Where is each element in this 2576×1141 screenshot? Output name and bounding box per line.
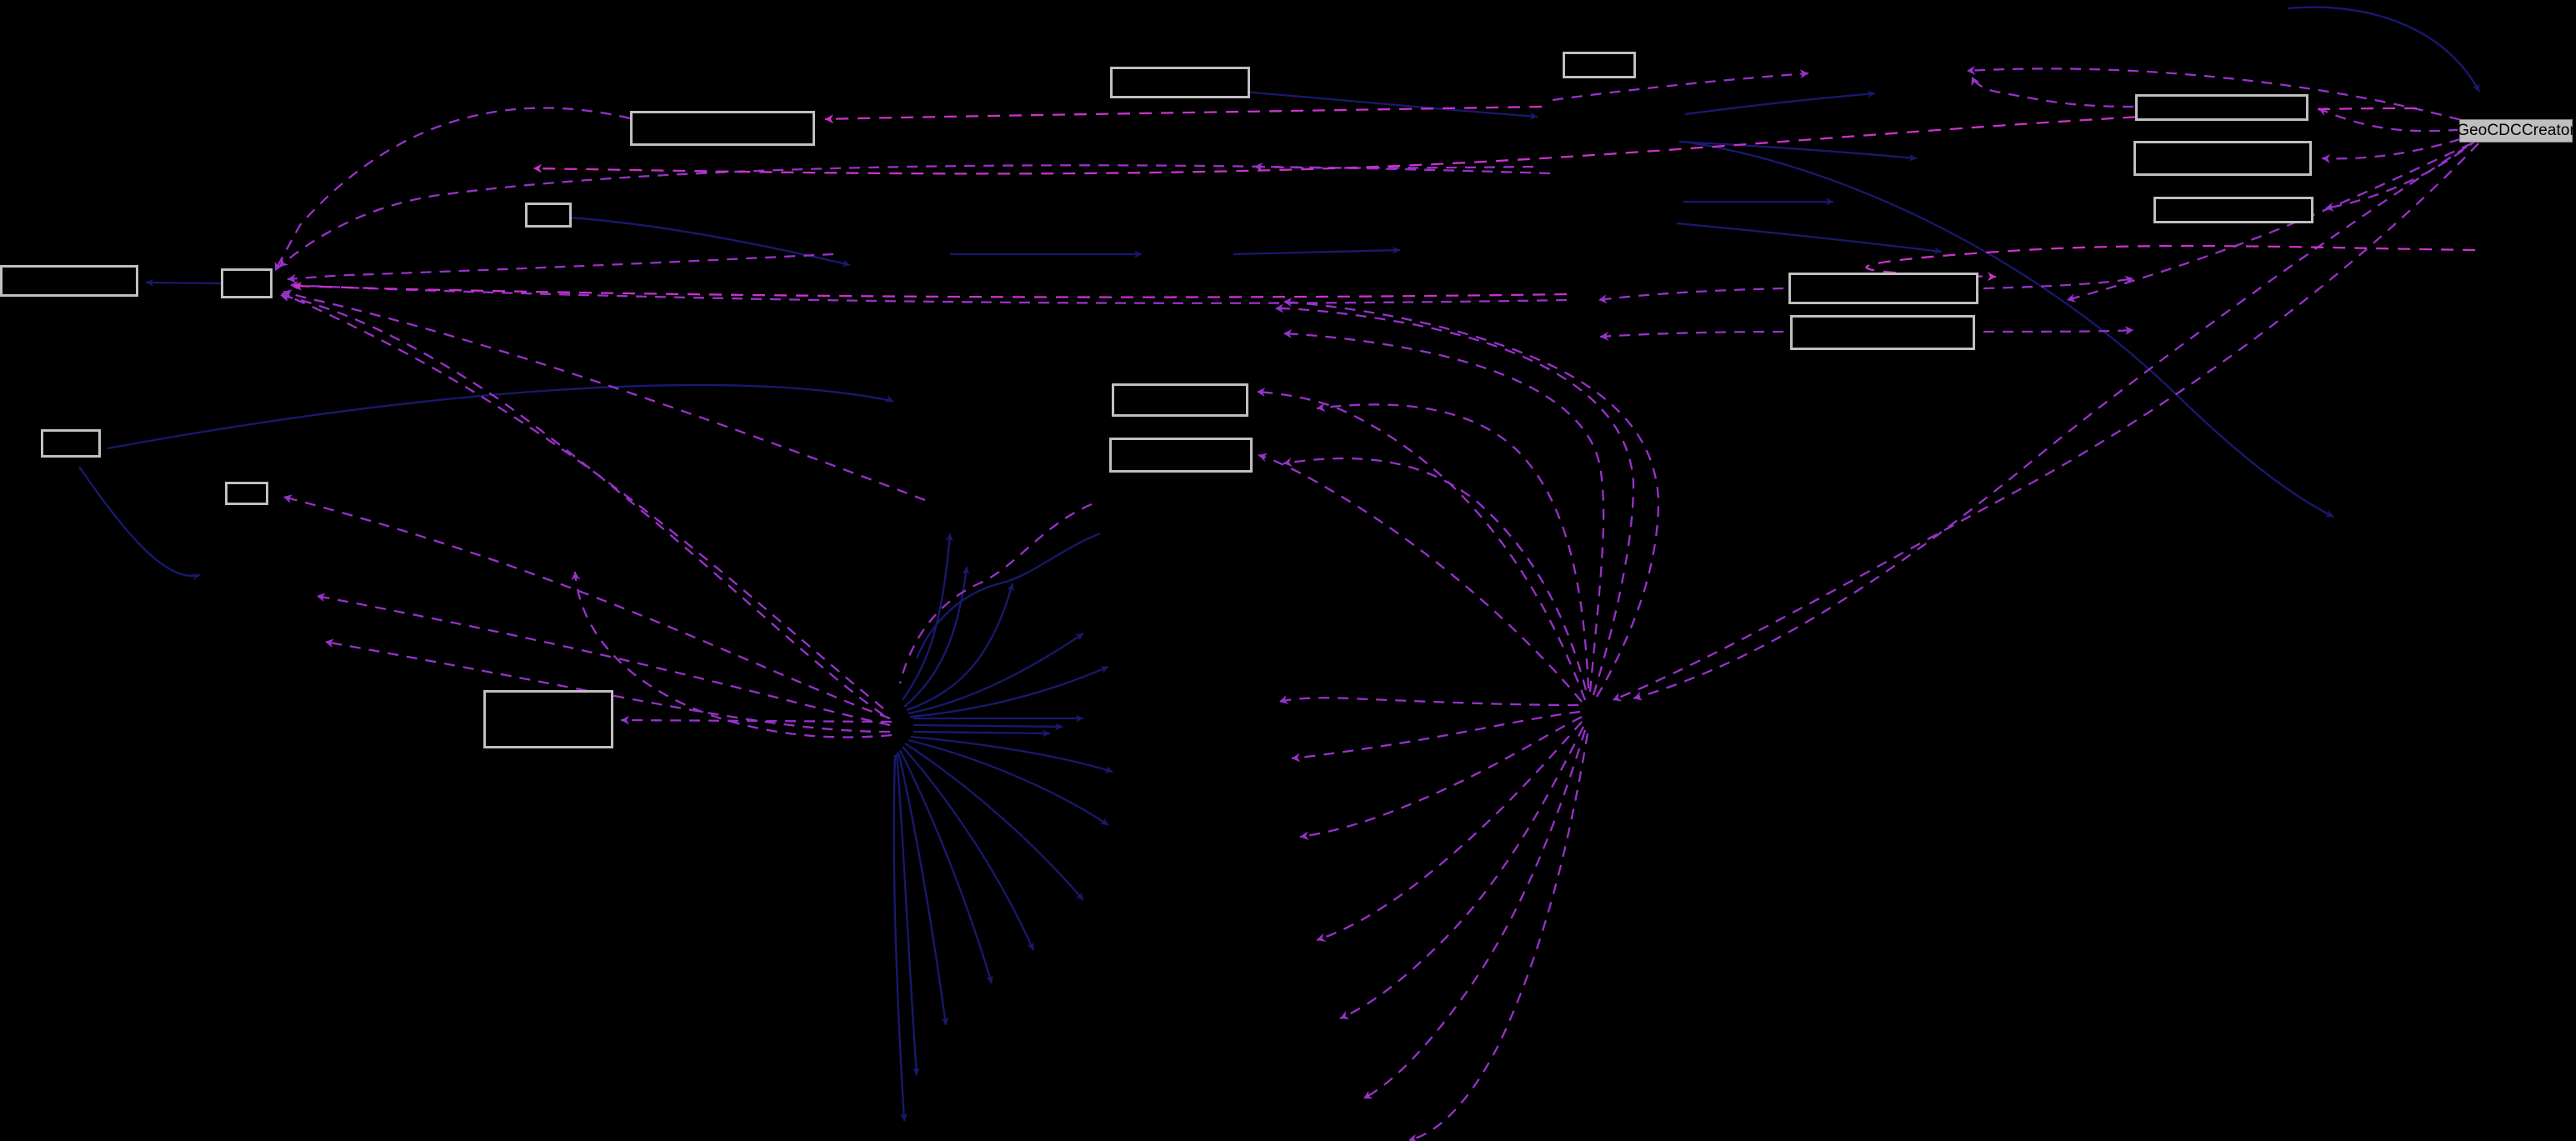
graph-node[interactable] <box>1788 273 1978 304</box>
graph-node-highlighted[interactable]: GeoCDCCreator <box>2457 119 2575 143</box>
graph-node[interactable] <box>2135 94 2308 121</box>
graph-node[interactable] <box>221 268 273 298</box>
graph-node-label: GeoCDCCreator <box>2457 122 2575 139</box>
graph-node[interactable] <box>0 265 138 297</box>
graph-node[interactable] <box>2133 141 2312 176</box>
graph-node[interactable] <box>1563 52 1636 78</box>
graph-node[interactable] <box>2153 197 2313 223</box>
graph-node[interactable] <box>1110 67 1250 98</box>
graph-node[interactable] <box>41 429 101 458</box>
graph-node[interactable] <box>225 482 268 505</box>
graph-node[interactable] <box>525 203 572 228</box>
graph-node[interactable] <box>1109 438 1253 473</box>
graph-node[interactable] <box>1112 383 1248 417</box>
graph-node[interactable] <box>630 111 815 146</box>
graph-node[interactable] <box>1790 315 1975 350</box>
graph-node[interactable] <box>483 690 613 748</box>
